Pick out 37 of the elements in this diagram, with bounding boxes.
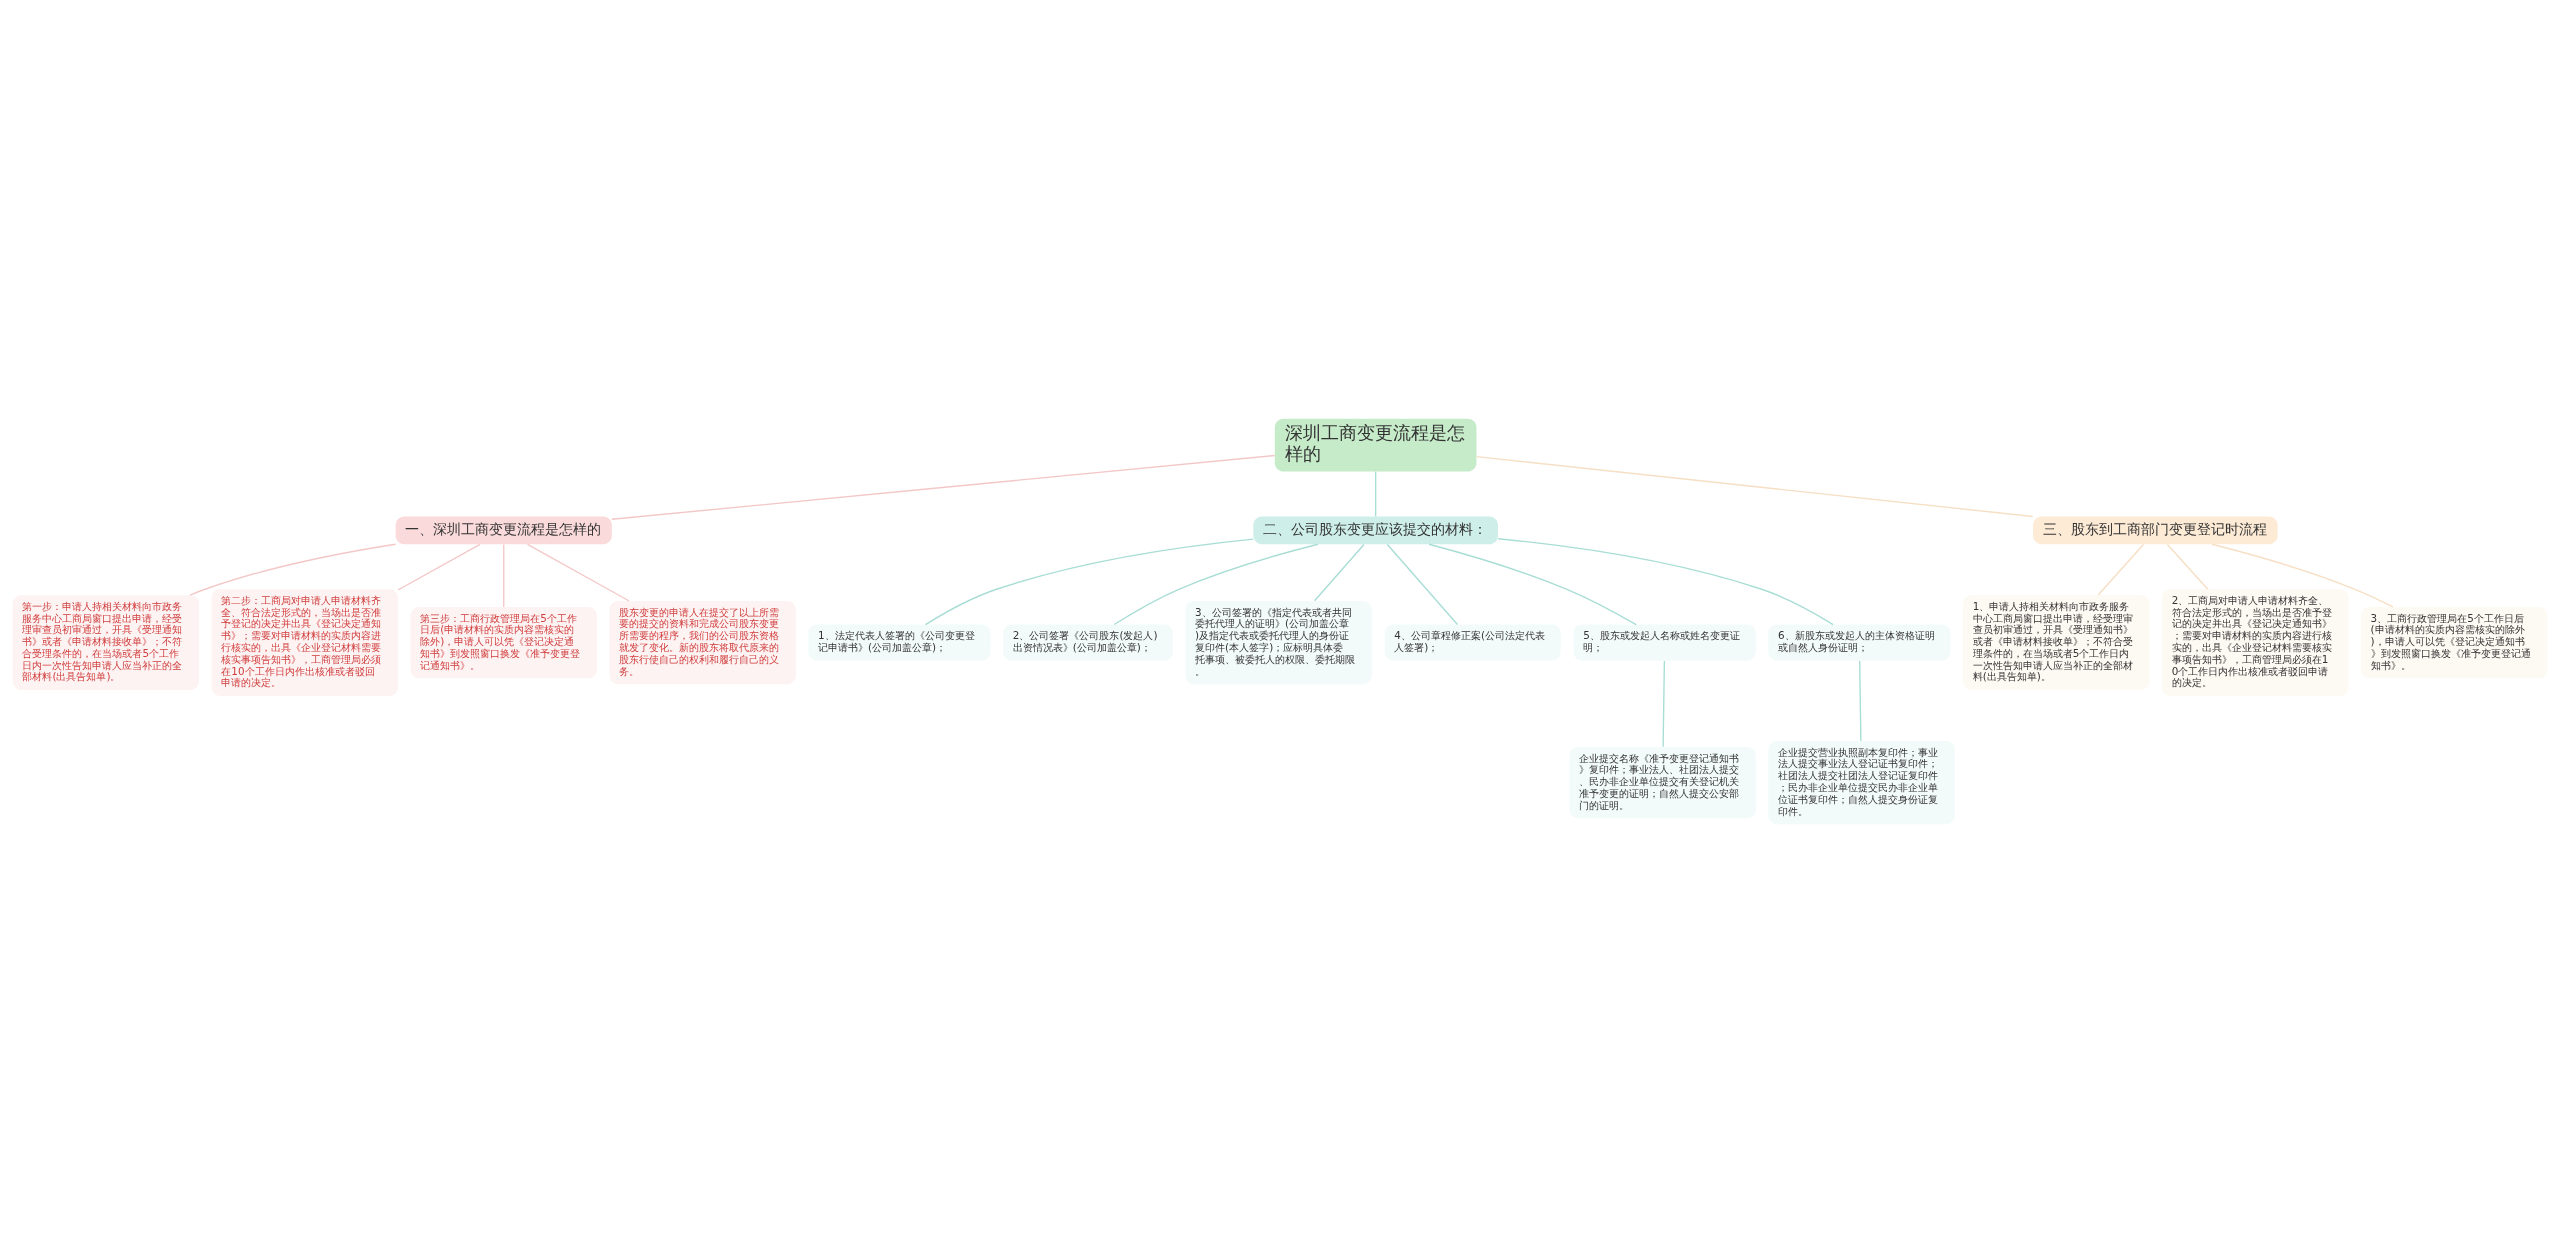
node-box: 6、新股东或发起人的主体资格证明或自然人身份证明； [1768, 624, 1951, 661]
node-box: 5、股东或发起人名称或姓名变更证明； [1573, 624, 1756, 661]
connector [1113, 543, 1319, 626]
connector [2211, 543, 2394, 608]
node-box: 第一步：申请人持相关材料向市政务服务中心工商局窗口提出申请，经受理审查员初审通过，开具《受理通知书》或者《申请材料接收单》；不符合受理条件的，在当场或者5个工作日内一次性告知申请人应当补正的全部材料(出具告知单)。 [12, 595, 200, 691]
connector [526, 543, 630, 602]
connector [1859, 660, 1862, 742]
node-box: 深圳工商变更流程是怎样的 [1274, 418, 1477, 472]
connector [397, 543, 481, 591]
connector [189, 543, 397, 596]
connector [1662, 660, 1666, 748]
node-box: 2、工商局对申请人申请材料齐全、符合法定形式的，当场出是否准予登记的决定并出具《登记决定通知书》；需要对申请材料的实质内容进行核实的，出具《企业登记材料需要核实事项告知书》，工商管理局必须在10个工作日内作出核准或者驳回申请的决定。 [2161, 589, 2349, 696]
node-box: 企业提交营业执照副本复印件；事业法人提交事业法人登记证书复印件；社团法人提交社团法人登记证复印件；民办非企业单位提交民办非企业单位证书复印件；自然人提交身份证复印件。 [1768, 741, 1955, 825]
node-box: 第三步：工商行政管理局在5个工作日后(申请材料的实质内容需核实的除外)，申请人可以凭《登记决定通知书》到发照窗口换发《准予变更登记通知书》。 [410, 606, 597, 679]
node-box: 二、公司股东变更应该提交的材料： [1253, 516, 1498, 545]
node-box: 4、公司章程修正案(公司法定代表人签署)； [1384, 624, 1561, 661]
node-box: 2、公司签署《公司股东(发起人)出资情况表》(公司加盖公章)； [1003, 624, 1173, 661]
node-box: 3、公司签署的《指定代表或者共同委托代理人的证明》(公司加盖公章)及指定代表或委托代理人的身份证复印件(本人签字)；应标明具体委托事项、被委托人的权限、委托期限。 [1185, 601, 1372, 685]
node-box: 第二步：工商局对申请人申请材料齐全、符合法定形式的，当场出是否准予登记的决定并出具《登记决定通知书》；需要对申请材料的实质内容进行核实的，出具《企业登记材料需要核实事项告知书》，工商管理局必须在10个工作日内作出核准或者驳回申请的决定。 [211, 589, 399, 696]
connector [1386, 543, 1459, 626]
node-box: 股东变更的申请人在提交了以上所需要的提交的资料和完成公司股东变更所需要的程序，我们的公司股东资格就发了变化。新的股东将取代原来的股东行使自己的权利和履行自己的义务。 [609, 601, 796, 685]
connector [1475, 455, 2034, 518]
connector [1374, 470, 1377, 518]
connector [1428, 543, 1637, 626]
connector [1497, 538, 1834, 626]
node-box: 三、股东到工商部门变更登记时流程 [2033, 516, 2278, 545]
node-box: 1、法定代表人签署的《公司变更登记申请书》(公司加盖公章)； [808, 624, 991, 661]
connector [611, 454, 1276, 520]
node-box: 企业提交名称《准予变更登记通知书》复印件；事业法人、社团法人提交、民办非企业单位提交有关登记机关准予变更的证明；自然人提交公安部门的证明。 [1569, 746, 1756, 819]
connector [924, 538, 1254, 626]
node-box: 一、深圳工商变更流程是怎样的 [395, 516, 612, 545]
connector [2097, 543, 2145, 596]
connector [503, 543, 505, 608]
node-box: 3、工商行政管理局在5个工作日后(申请材料的实质内容需核实的除外)，申请人可以凭《登记决定通知书》到发照窗口换发《准予变更登记通知书》。 [2360, 606, 2548, 679]
node-box: 1、申请人持相关材料向市政务服务中心工商局窗口提出申请，经受理审查员初审通过，开具《受理通知书》或者《申请材料接收单》；不符合受理条件的，在当场或者5个工作日内一次性告知申请人应当补正的全部材料(出具告知单)。 [1963, 595, 2150, 691]
connector [1313, 543, 1365, 602]
connector [2166, 543, 2209, 590]
